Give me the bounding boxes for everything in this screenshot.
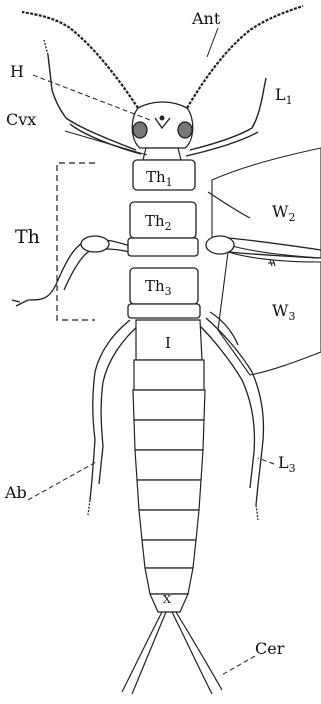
label-cerci: Cer <box>255 639 285 658</box>
hind-leg-left <box>88 320 138 515</box>
wing-3 <box>218 252 321 375</box>
label-leg1: L1 <box>275 85 293 107</box>
foreleg-left <box>44 40 141 154</box>
label-antenna: Ant <box>191 9 221 28</box>
label-head: H <box>10 62 24 81</box>
head <box>132 102 193 148</box>
abdomen <box>133 320 205 612</box>
label-leg3: L3 <box>278 453 296 475</box>
label-thorax: Th <box>15 226 40 248</box>
foreleg-right <box>186 78 266 156</box>
cerci <box>122 612 222 694</box>
label-cervix: Cvx <box>6 110 36 129</box>
label-abd-segment-1: I <box>165 334 171 352</box>
label-abdomen: Ab <box>4 483 27 502</box>
label-abd-segment-10: X <box>163 593 171 606</box>
antennae <box>22 6 303 108</box>
cervix <box>143 148 181 160</box>
